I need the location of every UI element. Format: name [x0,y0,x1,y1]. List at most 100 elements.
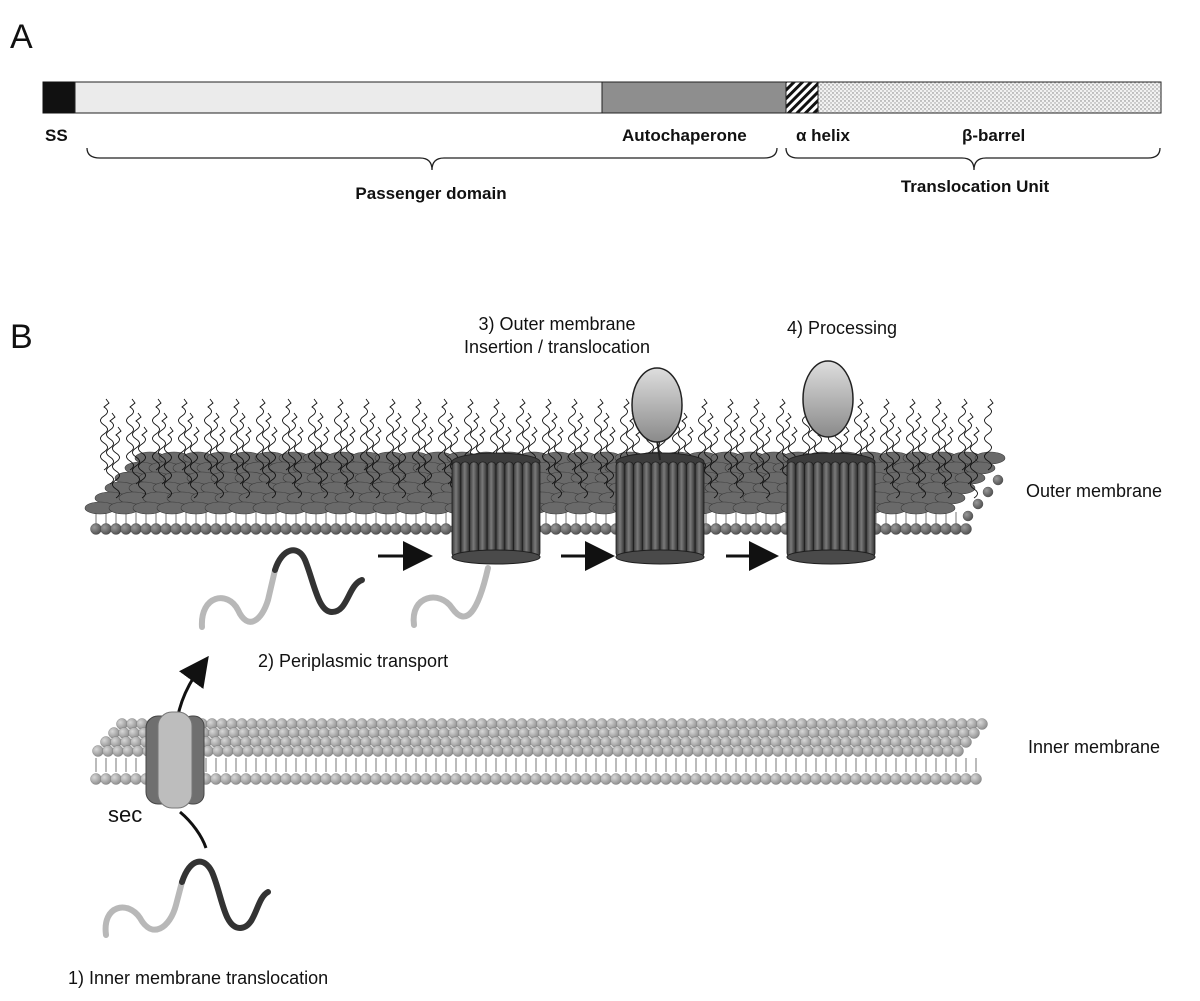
lipid-head [450,773,462,785]
lipid-head [130,773,142,785]
lipid-head [730,773,742,785]
lipid-head [472,745,484,757]
lipid-head [392,745,404,757]
lps-chain [256,398,266,471]
lps-chain [126,398,136,471]
lipid-head [470,773,482,785]
lipid-head [580,523,592,535]
lipid-head [302,745,314,757]
lipid-head [242,745,254,757]
lipid-head [670,773,682,785]
lipid-head [730,523,742,535]
barrel-strand [633,461,643,558]
lipid-head [720,773,732,785]
lps-chain [782,412,792,485]
lipid-head [960,523,972,535]
lipid-head [920,773,932,785]
lipid-head [212,745,224,757]
lipid-head [622,745,634,757]
barrel-strand [813,461,823,558]
lipid-head [342,745,354,757]
lipid-head [890,523,902,535]
lipid-head [440,773,452,785]
lipid-head [402,745,414,757]
lipid-head [862,745,874,757]
lipid-head [882,745,894,757]
lipid-head [852,745,864,757]
lipid-head [320,773,332,785]
lipid-head [612,745,624,757]
lps-chain [984,398,994,471]
lipid-head [380,773,392,785]
lipid-head [552,745,564,757]
lipid-head [512,745,524,757]
lipid-head [430,773,442,785]
cytoplasmic-polypeptide [102,858,271,938]
sec-label: sec [108,802,142,827]
lps-chain [736,426,746,499]
lipid-head [780,773,792,785]
beta-barrels [451,452,876,565]
lipid-head [732,745,744,757]
lipid-head [740,773,752,785]
lps-chain [112,426,122,499]
lipid-head [100,773,112,785]
lipid-head [630,773,642,785]
lipid-head [150,523,162,535]
lps-chain [424,426,434,499]
lipid-head [760,773,772,785]
lipid-head [572,745,584,757]
lipid-head [510,773,522,785]
lipid-head [440,523,452,535]
lipid-head [480,773,492,785]
barrel-strand [486,461,497,558]
lipid-head [640,773,652,785]
passenger-segment [74,81,603,114]
lipid-head [270,523,282,535]
lipid-head [310,523,322,535]
lipid-head [240,523,252,535]
lps-chain [366,412,376,485]
lipid-head [422,745,434,757]
barrel-strand [804,461,814,558]
lipid-head [540,773,552,785]
lps-chain [710,426,720,499]
lipid-head [842,745,854,757]
beta-barrel-segment [817,81,1162,114]
lps-chain [756,412,766,485]
lipid-head [800,773,812,785]
lps-head [924,501,956,515]
lipid-head [712,745,724,757]
lps-chain [230,398,240,471]
barrel-bottom [451,549,541,565]
lipid-head [322,745,334,757]
barrel-strand [469,461,479,558]
barrel-strand [477,461,488,558]
translocation-unit-brace [785,147,1161,171]
lipid-head [352,745,364,757]
lipid-head [750,773,762,785]
lipid-head [932,745,944,757]
periplasmic-chain-light [198,567,278,630]
periplasmic-polypeptides [198,547,491,630]
lipid-head [92,745,104,757]
lipid-head [170,523,182,535]
lps-chain [236,412,246,485]
lipid-head [580,773,592,785]
lps-chain [178,398,188,471]
lipid-head [502,745,514,757]
lps-chain [106,412,116,485]
lipid-head [740,523,752,535]
lipid-head [492,745,504,757]
lipid-head [300,523,312,535]
passenger-tether [656,439,661,461]
lipid-head [230,523,242,535]
lipid-head [132,745,144,757]
lipid-head [120,773,132,785]
lps-chain [704,412,714,485]
lipid-head [840,773,852,785]
lipid-head [410,523,422,535]
lipid-head [200,523,212,535]
lps-chain [574,412,584,485]
